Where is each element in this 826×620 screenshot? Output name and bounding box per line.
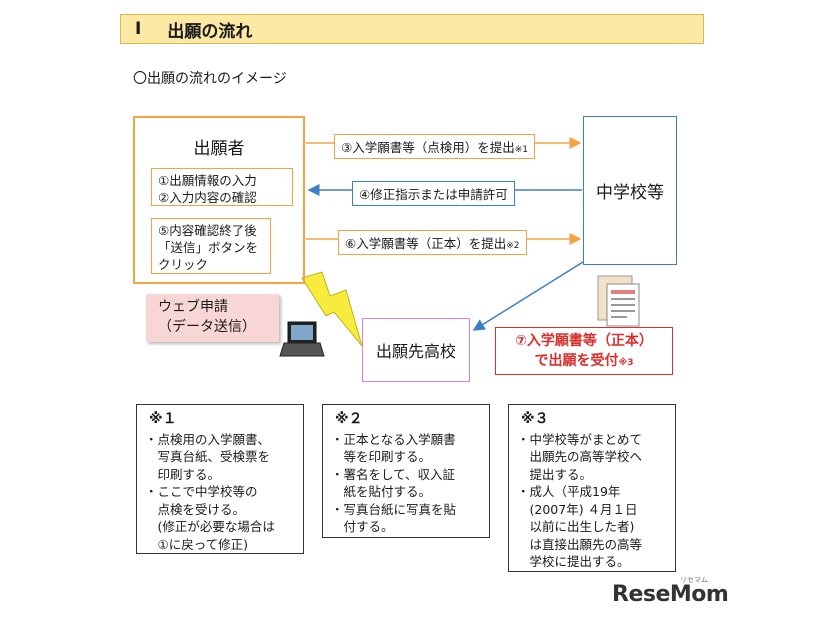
applicant-box: 出願者 ①出願情報の入力 ②入力内容の確認 ⑤内容確認終了後 「送信」ボタンを … (133, 116, 305, 284)
note-2-line: 等を印刷する。 (331, 449, 432, 464)
receipt-line2: で出願を受付 (534, 353, 619, 369)
note-2: ※２ ・正本となる入学願書 等を印刷する。 ・署名をして、収入証 紙を貼付する。… (322, 404, 490, 538)
step3-text: ③入学願書等（点検用）を提出 (341, 140, 515, 155)
step6-label: ⑥入学願書等（正本）を提出※2 (338, 230, 527, 255)
step6-note: ※2 (506, 241, 520, 251)
applicant-title: 出願者 (193, 139, 245, 159)
web-line1: ウェブ申請 (158, 299, 228, 315)
receipt-box: ⑦入学願書等（正本） で出願を受付※3 (495, 327, 673, 375)
step4-text: ④修正指示または申請許可 (359, 187, 508, 202)
note-1-line: 点検を受ける。 (145, 501, 246, 517)
step-5-line2: 「送信」ボタンを (158, 240, 259, 255)
note-1-line: 写真台紙、受検票を (145, 449, 271, 464)
step6-text: ⑥入学願書等（正本）を提出 (345, 236, 507, 251)
step3-label: ③入学願書等（点検用）を提出※1 (334, 134, 535, 159)
arrow-school-to-hs (472, 261, 584, 331)
step4-label: ④修正指示または申請許可 (352, 181, 515, 206)
middle-school-label: 中学校等 (596, 183, 664, 203)
note-2-line: ・写真台紙に写真を貼 (331, 501, 457, 517)
note-1-line: 印刷する。 (145, 466, 221, 482)
middle-school-box: 中学校等 (583, 116, 677, 265)
note-2-title: ※２ (335, 411, 363, 427)
note-3-line: 学校に提出する。 (517, 554, 630, 569)
note-3-line: ・中学校等がまとめて (517, 431, 643, 447)
note-3-line: ・成人（平成19年 (517, 484, 621, 499)
note-2-line: ・正本となる入学願書 (331, 431, 456, 447)
step3-note: ※1 (514, 145, 528, 155)
lightning-icon (301, 271, 363, 347)
note-3-line: は直接出願先の高等 (517, 536, 643, 552)
section-title: 出願の流れ (167, 21, 253, 42)
diagram-subtitle: 〇出願の流れのイメージ (133, 71, 287, 87)
note-3-title: ※３ (521, 411, 549, 427)
note-2-line: ・署名をして、収入証 (331, 466, 456, 482)
receipt-line1: ⑦入学願書等（正本） (515, 333, 653, 349)
resemom-logo: ReseMom (612, 582, 729, 607)
note-3-line: (2007年) ４月１日 (517, 501, 638, 517)
note-1-line: ・ここで中学校等の (145, 484, 258, 499)
web-line2: （データ送信） (158, 319, 256, 335)
documents-icon (597, 275, 640, 327)
laptop-icon (279, 321, 325, 357)
note-1-line: (修正が必要な場合は (145, 519, 275, 534)
note-2-line: 紙を貼付する。 (331, 484, 432, 499)
note-1-line: ①に戻って修正) (145, 536, 248, 552)
note-3: ※３ ・中学校等がまとめて 出願先の高等学校へ 提出する。 ・成人（平成19年 … (508, 404, 676, 572)
step-5-line1: ⑤内容確認終了後 (158, 223, 257, 238)
section-number: I (135, 19, 142, 39)
note-1-line: ・点検用の入学願書、 (145, 431, 271, 447)
step-1-text: ①出願情報の入力 (158, 173, 257, 188)
high-school-label: 出願先高校 (375, 342, 456, 361)
note-3-line: 提出する。 (517, 466, 593, 482)
high-school-box: 出願先高校 (362, 318, 470, 382)
receipt-note: ※3 (618, 358, 634, 368)
note-3-line: 出願先の高等学校へ (517, 449, 643, 464)
step-5-line3: クリック (158, 257, 209, 272)
resemom-logo-sub: リセマム (680, 576, 708, 584)
note-3-line: 以前に出生した者) (517, 519, 635, 534)
section-header: I 出願の流れ (120, 14, 704, 44)
note-1: ※１ ・点検用の入学願書、 写真台紙、受検票を 印刷する。 ・ここで中学校等の … (136, 404, 304, 554)
note-2-line: 付する。 (331, 519, 394, 534)
note-1-title: ※１ (149, 411, 177, 427)
step-2-text: ②入力内容の確認 (158, 190, 257, 205)
applicant-steps-send: ⑤内容確認終了後 「送信」ボタンを クリック (151, 218, 271, 274)
web-application-label: ウェブ申請 （データ送信） (146, 294, 279, 342)
applicant-steps-input: ①出願情報の入力 ②入力内容の確認 (151, 168, 293, 206)
